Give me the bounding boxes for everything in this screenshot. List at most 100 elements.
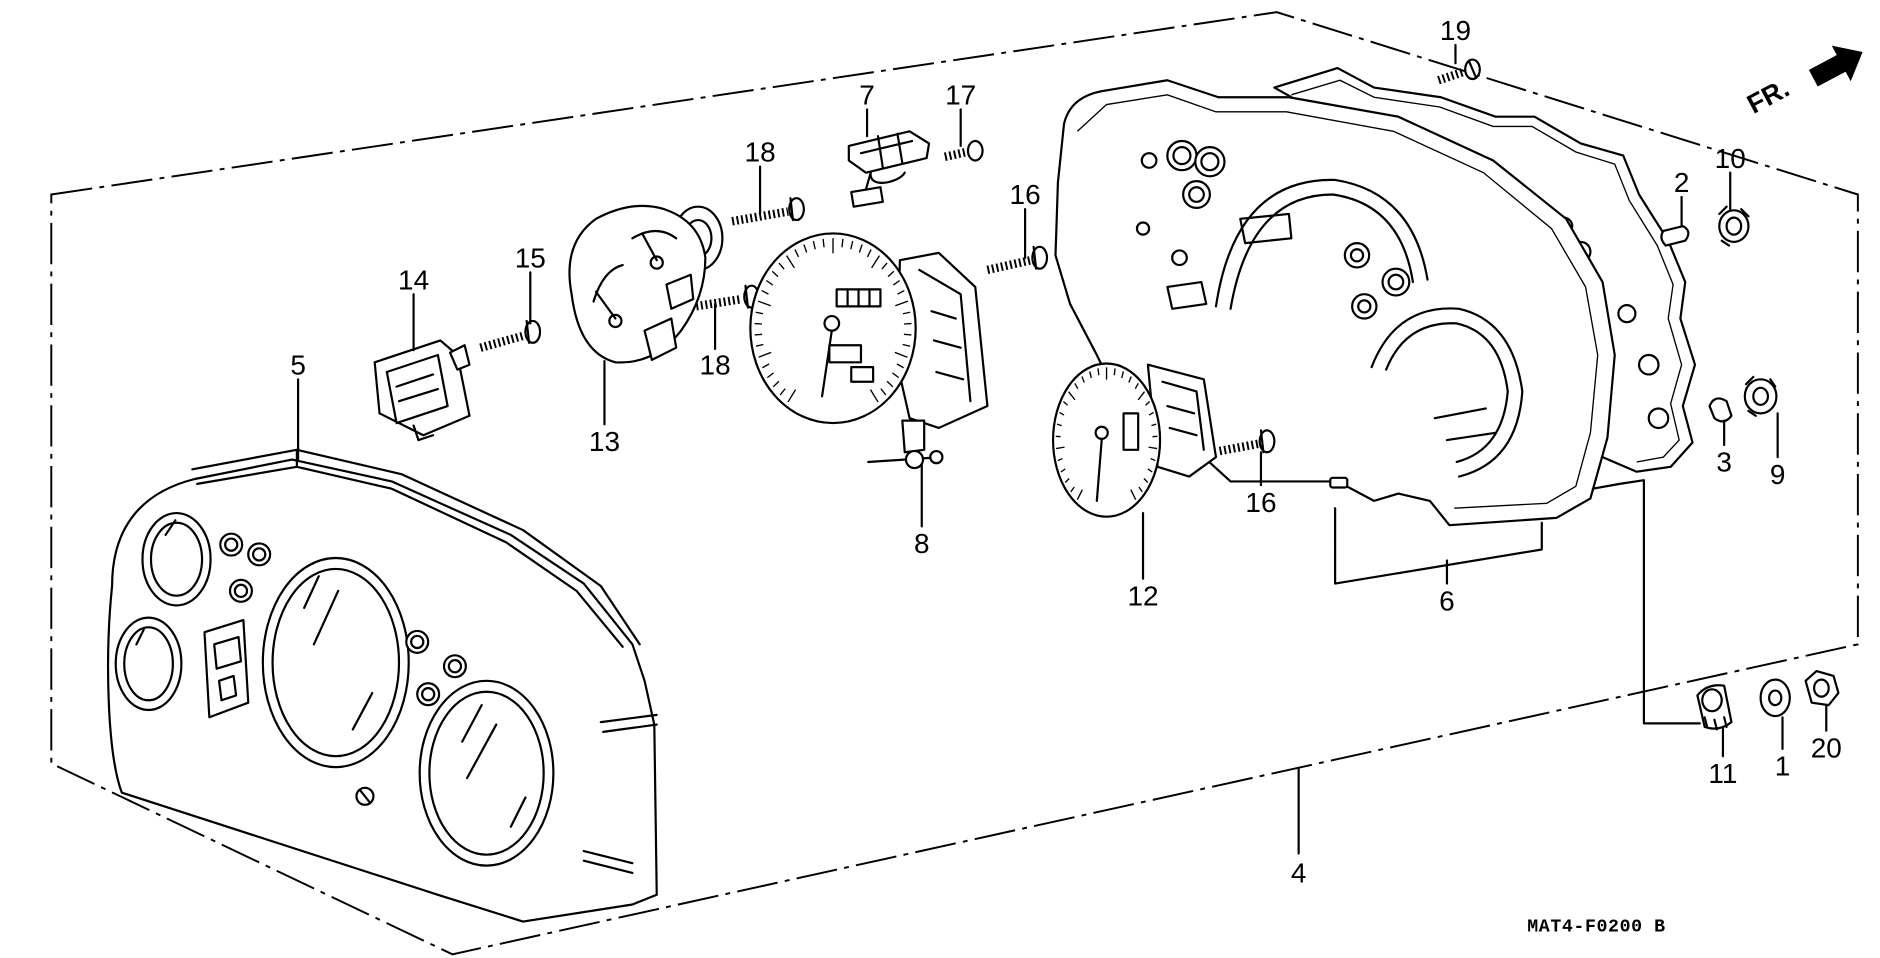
dial-tick: [771, 270, 779, 278]
dial-tick: [766, 372, 774, 379]
dial-tick: [1148, 411, 1154, 416]
dial-tick: [1137, 391, 1146, 401]
screw-17-drawing: [943, 139, 984, 162]
dial-tick: [766, 279, 774, 286]
callout-16-lower: 16: [1245, 487, 1276, 518]
dial-tick: [902, 343, 911, 347]
speedometer-ticks: [754, 238, 912, 403]
tachometer-ticks: [1055, 367, 1158, 500]
dial-tick: [794, 249, 800, 258]
callout-18-lower: 18: [700, 349, 731, 380]
dial-tick: [1074, 382, 1079, 389]
callout-15: 15: [515, 242, 546, 273]
dial-tick: [896, 363, 904, 369]
dial-tick: [1145, 401, 1151, 406]
screw-16-lower-drawing: [1218, 429, 1276, 456]
dial-tick: [1148, 446, 1158, 450]
dial-tick: [892, 279, 901, 286]
socket-9-drawing: [1743, 375, 1778, 417]
front-direction-label: FR.: [1742, 73, 1794, 120]
dial-tick: [869, 389, 879, 403]
dial-tick: [1134, 382, 1139, 389]
callout-4: 4: [1291, 858, 1307, 889]
bulb-3-drawing: [1708, 397, 1733, 423]
dial-tick: [1143, 478, 1149, 483]
dial-tick: [1147, 468, 1153, 473]
callout-6: 6: [1439, 585, 1455, 616]
assembly-boundary: [50, 11, 1859, 956]
dial-tick: [779, 388, 786, 396]
dial-tick: [803, 244, 808, 253]
callout-13: 13: [589, 426, 620, 457]
callout-16-upper: 16: [1010, 179, 1041, 210]
callout-3: 3: [1716, 447, 1732, 478]
dial-tick: [762, 363, 770, 369]
callout-7: 7: [859, 80, 875, 111]
dial-tick: [1151, 423, 1157, 427]
dial-tick: [787, 389, 797, 403]
dial-tick: [1089, 371, 1092, 379]
dial-tick: [761, 289, 769, 295]
dial-tick: [1076, 489, 1083, 500]
dial-tick: [757, 300, 771, 307]
dial-tick: [1113, 368, 1116, 376]
dial-tick: [812, 240, 816, 250]
dial-tick: [858, 244, 863, 253]
dial-tick: [902, 311, 911, 315]
bulb-2-drawing: [1660, 225, 1690, 247]
callout-2: 2: [1674, 167, 1690, 198]
dial-tick: [1056, 423, 1062, 427]
dial-tick: [1121, 371, 1125, 379]
dial-tick: [1055, 446, 1065, 450]
dial-tick: [1059, 411, 1065, 416]
screw-19-drawing: [1437, 58, 1481, 85]
dial-tick: [1081, 376, 1085, 383]
dial-tick: [778, 262, 785, 270]
dial-tick: [866, 249, 872, 258]
dial-tick: [1060, 468, 1066, 473]
front-direction-indicator: FR.: [1742, 45, 1863, 120]
callout-14: 14: [398, 264, 429, 295]
dial-tick: [886, 380, 894, 388]
dial-tick: [892, 372, 900, 379]
dial-tick: [880, 388, 887, 396]
callout-12: 12: [1127, 580, 1158, 611]
socket-11-drawing: [1696, 684, 1733, 731]
dial-tick: [755, 343, 764, 347]
dial-tick: [754, 333, 763, 336]
callout-18-upper: 18: [745, 137, 776, 168]
dial-tick: [1063, 401, 1068, 406]
dial-tick: [903, 333, 912, 336]
harness-drawing: [847, 130, 931, 208]
callout-19: 19: [1440, 15, 1471, 46]
callout-8: 8: [914, 528, 930, 559]
callout-17: 17: [945, 80, 976, 111]
dial-tick: [894, 351, 908, 358]
tachometer-drawing: [1051, 362, 1218, 518]
dial-tick: [786, 255, 795, 269]
dial-tick: [1097, 368, 1100, 376]
speedometer-drawing: [749, 232, 989, 470]
screw-16-upper-drawing: [986, 245, 1049, 275]
callout-5: 5: [290, 349, 306, 380]
meter-bezel-drawing: [107, 448, 658, 923]
callout-10: 10: [1715, 143, 1746, 174]
screw-15-drawing: [479, 319, 542, 352]
callouts: 19 7 17 18 16 2 10 15 14 5 18 13 8 16 12…: [290, 15, 1842, 889]
screw-18-upper-drawing: [731, 197, 805, 226]
callout-20: 20: [1811, 732, 1842, 763]
socket-10-drawing: [1718, 205, 1750, 247]
bracket-drawing: [373, 339, 471, 442]
callout-11: 11: [1708, 758, 1737, 789]
leader-lines: [296, 43, 1828, 855]
front-arrow-icon: [1808, 45, 1863, 87]
dial-tick: [1128, 376, 1132, 383]
dial-tick: [772, 380, 780, 388]
dial-tick: [897, 289, 905, 295]
dial-tick: [1068, 391, 1076, 401]
nut-drawing: [1804, 669, 1840, 707]
dial-tick: [1070, 486, 1075, 493]
dial-tick: [841, 238, 844, 248]
callout-1: 1: [1775, 751, 1791, 782]
